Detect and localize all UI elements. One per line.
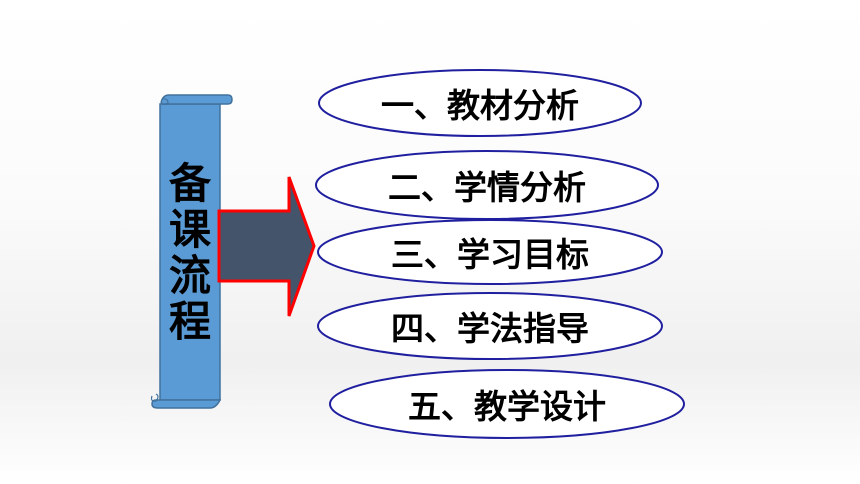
scroll-title-char-4: 程: [168, 297, 211, 346]
scroll-body: [159, 103, 221, 401]
item-label-4: 四、学法指导: [391, 309, 589, 348]
scroll-banner: [150, 94, 233, 409]
scroll-top-curl: [160, 94, 233, 105]
arrow-shape: [217, 176, 316, 317]
item-label-3: 三、学习目标: [391, 235, 589, 274]
scroll-bottom-curl: [151, 399, 222, 409]
oval-item-3: [317, 219, 663, 285]
oval-item-4: [317, 292, 663, 360]
oval-item-2: [315, 150, 659, 220]
scroll-title: 备 课 流 程: [160, 108, 220, 398]
scroll-title-char-1: 备: [168, 159, 211, 208]
item-label-5: 五、教学设计: [408, 387, 606, 426]
oval-item-5: [329, 369, 685, 439]
item-label-1: 一、教材分析: [381, 86, 579, 125]
scroll-title-char-2: 课: [168, 205, 211, 254]
scroll-title-char-3: 流: [168, 251, 211, 300]
oval-item-1: [318, 69, 642, 137]
item-label-2: 二、学情分析: [388, 168, 586, 207]
